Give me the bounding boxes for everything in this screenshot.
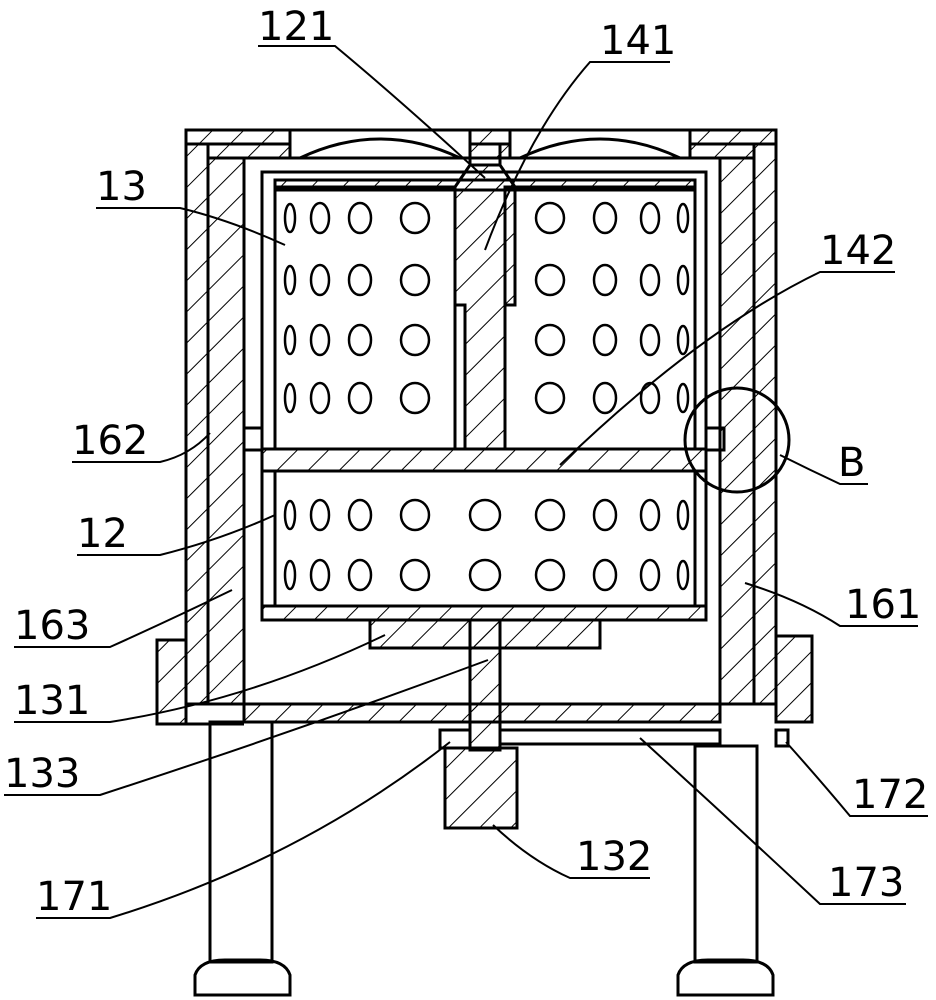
- motor: [443, 746, 519, 830]
- leader-132: [492, 824, 650, 879]
- label-131: 131: [14, 678, 90, 724]
- leader-173: [639, 737, 906, 905]
- label-132: 132: [576, 834, 652, 880]
- drive-shaft: [468, 618, 502, 752]
- leader-133: [4, 659, 489, 796]
- leader-B: [779, 454, 868, 485]
- label-171: 171: [36, 874, 112, 920]
- label-141: 141: [600, 18, 676, 64]
- lower-basket: [273, 469, 697, 608]
- seal-172: [774, 728, 790, 748]
- label-12: 12: [77, 511, 128, 557]
- label-133: 133: [4, 751, 80, 797]
- partition-plate: [260, 447, 708, 473]
- label-13: 13: [96, 164, 147, 210]
- rail-173: [498, 728, 722, 746]
- leader-161: [744, 582, 918, 627]
- bottom-plate: [242, 702, 722, 724]
- label-163: 163: [14, 603, 90, 649]
- holes-lower: [283, 498, 690, 592]
- leader-163: [14, 589, 233, 648]
- label-162: 162: [72, 418, 148, 464]
- leader-13: [96, 207, 286, 246]
- holes-upper-left: [283, 201, 431, 415]
- left-bracket: [242, 426, 264, 452]
- legs: [193, 720, 775, 997]
- leader-172: [785, 741, 928, 817]
- leader-lines: [4, 45, 928, 919]
- right-bracket: [704, 426, 726, 452]
- detail-circle-b: [683, 386, 791, 494]
- label-161: 161: [845, 582, 921, 628]
- left-flange: [155, 638, 188, 726]
- inner-wall: [206, 128, 756, 706]
- leader-142: [559, 271, 895, 466]
- label-121: 121: [258, 4, 334, 50]
- label-B: B: [838, 440, 865, 486]
- holes-upper-right: [534, 201, 690, 415]
- central-post: [453, 144, 517, 451]
- leader-141: [484, 61, 670, 251]
- leader-121: [258, 45, 486, 179]
- leader-171: [36, 741, 451, 919]
- label-172: 172: [852, 772, 928, 818]
- right-flange: [774, 634, 814, 724]
- label-173: 173: [828, 860, 904, 906]
- leader-131: [14, 634, 386, 723]
- label-142: 142: [820, 228, 896, 274]
- basket-bottom: [260, 604, 708, 622]
- leader-12: [77, 514, 276, 556]
- leader-162: [72, 432, 211, 463]
